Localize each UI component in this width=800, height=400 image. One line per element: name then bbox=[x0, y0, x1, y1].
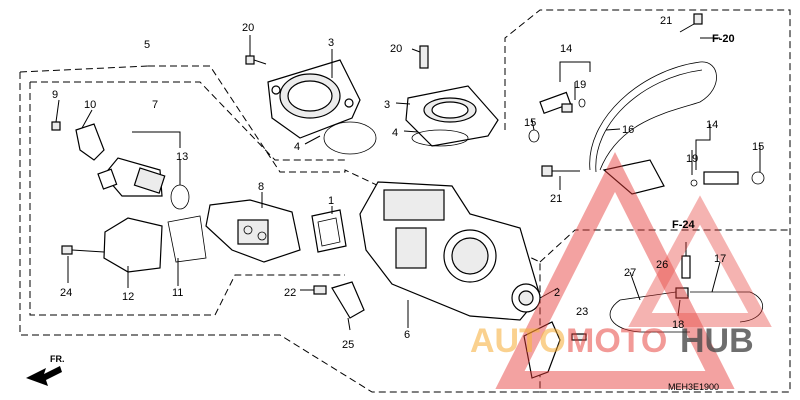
label-19-upper: 19 bbox=[574, 79, 586, 91]
part-23-bracket bbox=[523, 321, 587, 379]
part-6-throttle-body bbox=[359, 181, 541, 321]
part-14-injector-upper bbox=[539, 91, 573, 115]
part-18-joint bbox=[675, 287, 689, 299]
front-marker: FR. bbox=[26, 354, 65, 386]
label-14-lower: 14 bbox=[706, 119, 718, 131]
label-23: 23 bbox=[576, 306, 588, 318]
section-refs: F-20 F-24 bbox=[672, 33, 735, 231]
label-27: 27 bbox=[624, 267, 636, 279]
label-21-lower: 21 bbox=[550, 193, 562, 205]
watermark-moto: MOTO bbox=[566, 322, 667, 360]
front-label: FR. bbox=[50, 354, 65, 364]
label-12: 12 bbox=[122, 291, 134, 303]
label-2: 2 bbox=[554, 287, 560, 299]
leader-lines bbox=[55, 35, 761, 331]
part-20-screw-left bbox=[245, 55, 267, 65]
label-25: 25 bbox=[342, 339, 354, 351]
label-20-left: 20 bbox=[242, 22, 254, 34]
label-3-left: 3 bbox=[328, 37, 334, 49]
label-18: 18 bbox=[672, 319, 684, 331]
label-7: 7 bbox=[152, 99, 158, 111]
part-15-seal-lower bbox=[751, 171, 765, 185]
label-10: 10 bbox=[84, 99, 96, 111]
front-arrow-icon bbox=[26, 366, 62, 386]
fuel-rail-junction bbox=[602, 159, 665, 195]
ref-f20: F-20 bbox=[712, 33, 735, 45]
part-19-o-ring-lower bbox=[690, 179, 698, 187]
part-labels: 5 20 3 4 20 3 4 9 10 7 13 8 1 24 12 11 2… bbox=[52, 15, 764, 351]
part-15-seal-upper bbox=[528, 129, 540, 143]
watermark-auto: AUTO bbox=[470, 322, 566, 360]
part-10-bracket bbox=[75, 123, 105, 161]
label-3-right: 3 bbox=[384, 99, 390, 111]
label-11: 11 bbox=[172, 287, 183, 299]
diagram-code: MEH3E1900 bbox=[668, 382, 719, 392]
part-12-cover bbox=[103, 217, 163, 273]
label-24: 24 bbox=[60, 287, 72, 299]
part-7-idle-air-valve bbox=[97, 157, 166, 197]
label-22: 22 bbox=[284, 287, 296, 299]
part-25-bracket bbox=[331, 281, 365, 319]
part-21-screw-upper bbox=[679, 13, 703, 33]
label-15-upper: 15 bbox=[524, 117, 536, 129]
label-1: 1 bbox=[328, 195, 334, 207]
part-24-bolt bbox=[61, 245, 105, 255]
part-11-gasket bbox=[167, 215, 207, 263]
part-27-hose bbox=[609, 291, 690, 333]
part-17-hose bbox=[690, 291, 764, 323]
part-8-sensor-unit bbox=[205, 199, 301, 263]
label-21-upper: 21 bbox=[660, 15, 672, 27]
label-16: 16 bbox=[622, 124, 634, 136]
label-19-lower: 19 bbox=[686, 153, 698, 165]
label-20-right: 20 bbox=[390, 43, 402, 55]
label-4-left: 4 bbox=[294, 141, 300, 153]
part-20-screw-right bbox=[419, 45, 429, 69]
label-13: 13 bbox=[176, 151, 188, 163]
part-16-fuel-hose bbox=[589, 61, 717, 173]
watermark-hub: HUB bbox=[680, 322, 754, 360]
part-1-gasket bbox=[311, 209, 347, 253]
label-8: 8 bbox=[258, 181, 264, 193]
label-6: 6 bbox=[404, 329, 410, 341]
label-5: 5 bbox=[144, 39, 150, 51]
part-22-bolt bbox=[313, 285, 327, 295]
assembly-boundary bbox=[19, 9, 791, 393]
label-26: 26 bbox=[656, 259, 668, 271]
part-9-screw bbox=[51, 121, 61, 131]
watermark: AUTO MOTO HUB bbox=[470, 152, 772, 389]
label-4-right: 4 bbox=[392, 127, 398, 139]
part-26-pipe bbox=[681, 255, 691, 279]
label-15-lower: 15 bbox=[752, 141, 764, 153]
part-21-screw-lower bbox=[541, 165, 580, 177]
part-3-intake-joint-left bbox=[267, 59, 377, 155]
label-9: 9 bbox=[52, 89, 58, 101]
part-14-injector-lower bbox=[703, 171, 739, 185]
part-3-intake-joint-right bbox=[405, 85, 499, 147]
label-14-upper: 14 bbox=[560, 43, 572, 55]
ref-f24: F-24 bbox=[672, 219, 696, 231]
label-17: 17 bbox=[714, 253, 726, 265]
part-19-o-ring-upper bbox=[578, 98, 586, 108]
part-13-o-ring bbox=[170, 184, 190, 210]
